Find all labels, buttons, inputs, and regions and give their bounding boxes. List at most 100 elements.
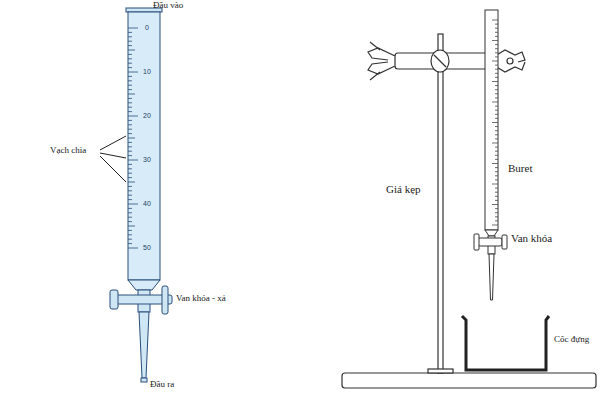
tick: [128, 212, 132, 213]
tick: [492, 122, 498, 123]
beaker: [462, 316, 549, 370]
tick: [128, 243, 132, 244]
tick: [128, 195, 132, 196]
tick: [492, 163, 498, 164]
tick: [495, 130, 498, 131]
tick: [495, 167, 498, 168]
tick: [128, 173, 132, 174]
tick: [128, 151, 132, 152]
tick: [492, 184, 498, 185]
tick: [492, 102, 498, 103]
tick: [495, 155, 498, 156]
tick: [128, 182, 135, 183]
tick: [128, 204, 138, 205]
tick: [495, 73, 498, 74]
tick: [128, 217, 132, 218]
tick: [495, 118, 498, 119]
tick: [128, 116, 138, 117]
tick: [492, 40, 498, 41]
label-stopcock: Van khóa - xả: [176, 294, 226, 304]
stand: [342, 34, 596, 388]
label-stand: Giá kẹp: [386, 183, 421, 195]
tick: [495, 147, 498, 148]
tick: [128, 28, 138, 29]
tick: [492, 225, 498, 226]
tick: [128, 94, 135, 95]
tick: [128, 80, 132, 81]
tick: [495, 28, 498, 29]
tick: [128, 102, 132, 103]
tick: [495, 89, 498, 90]
tick: [128, 41, 132, 42]
left-burette: [110, 8, 172, 382]
tick: [495, 126, 498, 127]
tick: [495, 159, 498, 160]
tick: [128, 234, 132, 235]
tick: [495, 32, 498, 33]
tick: [128, 129, 132, 130]
scale-number: 20: [143, 112, 151, 120]
tick: [495, 212, 498, 213]
tick: [128, 76, 132, 77]
scale-number: 0: [145, 24, 149, 32]
tick: [495, 171, 498, 172]
tick: [128, 248, 138, 249]
tick: [128, 186, 132, 187]
tick: [495, 77, 498, 78]
tick: [128, 45, 132, 46]
scale-number: 30: [143, 156, 151, 164]
tick: [495, 114, 498, 115]
tick: [128, 133, 132, 134]
label-inlet: Đầu vào: [153, 1, 183, 11]
tick: [495, 85, 498, 86]
tick: [128, 98, 132, 99]
tick: [128, 120, 132, 121]
tick: [128, 230, 132, 231]
label-beaker: Cốc đựng: [554, 335, 589, 345]
tick: [495, 216, 498, 217]
tick: [495, 65, 498, 66]
tick: [492, 143, 498, 144]
tick: [128, 67, 132, 68]
label-valve: Van khóa: [511, 232, 552, 244]
tick: [495, 208, 498, 209]
tick: [128, 160, 138, 161]
tick: [495, 175, 498, 176]
label-graduations: Vạch chia: [50, 146, 86, 156]
scale-number: 50: [143, 244, 151, 252]
tick: [495, 134, 498, 135]
label-outlet: Đầu ra: [150, 380, 174, 390]
tick: [495, 24, 498, 25]
tick: [495, 36, 498, 37]
scale-number: 40: [143, 200, 151, 208]
leader-lines: [100, 136, 126, 182]
right-burette: [474, 10, 507, 300]
tick: [492, 61, 498, 62]
label-burette: Buret: [508, 162, 532, 174]
tick: [495, 188, 498, 189]
tick: [495, 220, 498, 221]
tick: [128, 239, 132, 240]
tick: [495, 196, 498, 197]
tick: [128, 111, 132, 112]
tick: [128, 146, 132, 147]
tick: [128, 208, 132, 209]
tick: [128, 155, 132, 156]
tick: [128, 124, 132, 125]
tick: [495, 110, 498, 111]
tick: [128, 54, 132, 55]
tick: [128, 226, 135, 227]
tick: [128, 50, 135, 51]
tick: [495, 200, 498, 201]
tick: [128, 190, 132, 191]
tick: [495, 44, 498, 45]
tick: [128, 89, 132, 90]
tick: [128, 138, 135, 139]
tick: [495, 106, 498, 107]
scale-number: 10: [143, 68, 151, 76]
tick: [128, 107, 132, 108]
tick: [128, 72, 138, 73]
tick: [495, 138, 498, 139]
